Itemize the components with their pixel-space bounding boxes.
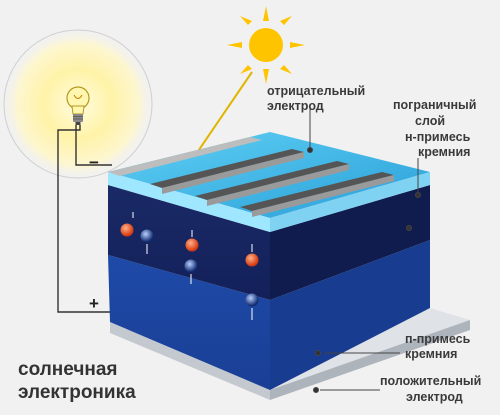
sun-icon <box>227 6 305 84</box>
caption-line-1: солнечная <box>18 359 118 380</box>
label-boundary-layer-1: пограничный <box>393 98 476 112</box>
caption-line-2: электроника <box>18 382 136 403</box>
label-positive-electrode-1: положительный <box>380 374 481 388</box>
leader-lines <box>307 108 421 393</box>
electron-particle <box>245 293 259 320</box>
positive-terminal-sign: + <box>89 294 99 313</box>
label-p-type-2: кремния <box>405 347 457 361</box>
negative-terminal-sign: − <box>89 153 99 172</box>
hole-particle <box>245 244 259 267</box>
label-n-type-2: кремния <box>418 145 470 159</box>
electron-particle <box>140 229 154 254</box>
label-boundary-layer-2: слой <box>415 114 445 128</box>
lightbulb-icon <box>66 86 90 125</box>
charge-carriers <box>120 212 259 320</box>
hole-particle <box>185 230 199 252</box>
circuit-wires <box>57 125 112 313</box>
label-p-type-1: п-примесь <box>405 332 471 346</box>
label-n-type-1: н-примесь <box>405 130 471 144</box>
label-positive-electrode-2: электрод <box>406 390 463 404</box>
electron-particle <box>184 259 198 284</box>
label-negative-electrode-2: электрод <box>267 99 324 113</box>
label-negative-electrode-1: отрицательный <box>267 84 365 98</box>
negative-electrode-grid <box>108 137 394 217</box>
hole-particle <box>120 212 134 237</box>
